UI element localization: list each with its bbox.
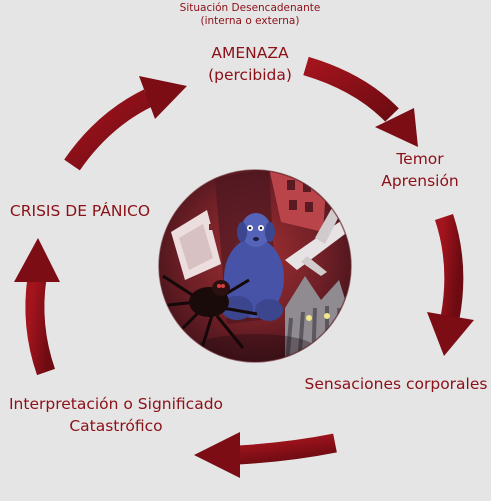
arrow-panic-to-threat-icon bbox=[64, 76, 187, 171]
interpretation-line-2: Catastrófico bbox=[69, 417, 163, 435]
threat-label: AMENAZA (percibida) bbox=[180, 42, 320, 86]
arrow-fear-to-sensations-icon bbox=[427, 213, 474, 356]
arrow-interpretation-to-panic-icon bbox=[14, 238, 60, 376]
panic-line-1: CRISIS DE PÁNICO bbox=[9, 202, 151, 220]
arrow-threat-to-fear-icon bbox=[303, 56, 418, 147]
arrow-sensations-to-interpretation-icon bbox=[194, 432, 337, 478]
sensations-label: Sensaciones corporales bbox=[302, 373, 490, 395]
threat-line-1: AMENAZA bbox=[211, 44, 289, 62]
trigger-line-2: (interna o externa) bbox=[200, 15, 300, 27]
fear-line-2: Aprensión bbox=[381, 172, 459, 190]
frightened-person-shape bbox=[221, 213, 284, 321]
trigger-label: Situación Desencadenante (interna o exte… bbox=[160, 2, 340, 28]
interpretation-line-1: Interpretación o Significado bbox=[8, 395, 224, 413]
sensations-line-1: Sensaciones corporales bbox=[304, 375, 488, 393]
threat-line-2: (percibida) bbox=[208, 66, 292, 84]
fear-label: Temor Aprensión bbox=[370, 148, 470, 192]
interpretation-label: Interpretación o Significado Catastrófic… bbox=[2, 393, 230, 437]
airplane-shape bbox=[285, 206, 351, 276]
panic-label: CRISIS DE PÁNICO bbox=[0, 200, 160, 222]
trigger-line-1: Situación Desencadenante bbox=[179, 2, 321, 14]
fear-line-1: Temor bbox=[396, 150, 444, 168]
panic-illustration bbox=[158, 169, 352, 363]
